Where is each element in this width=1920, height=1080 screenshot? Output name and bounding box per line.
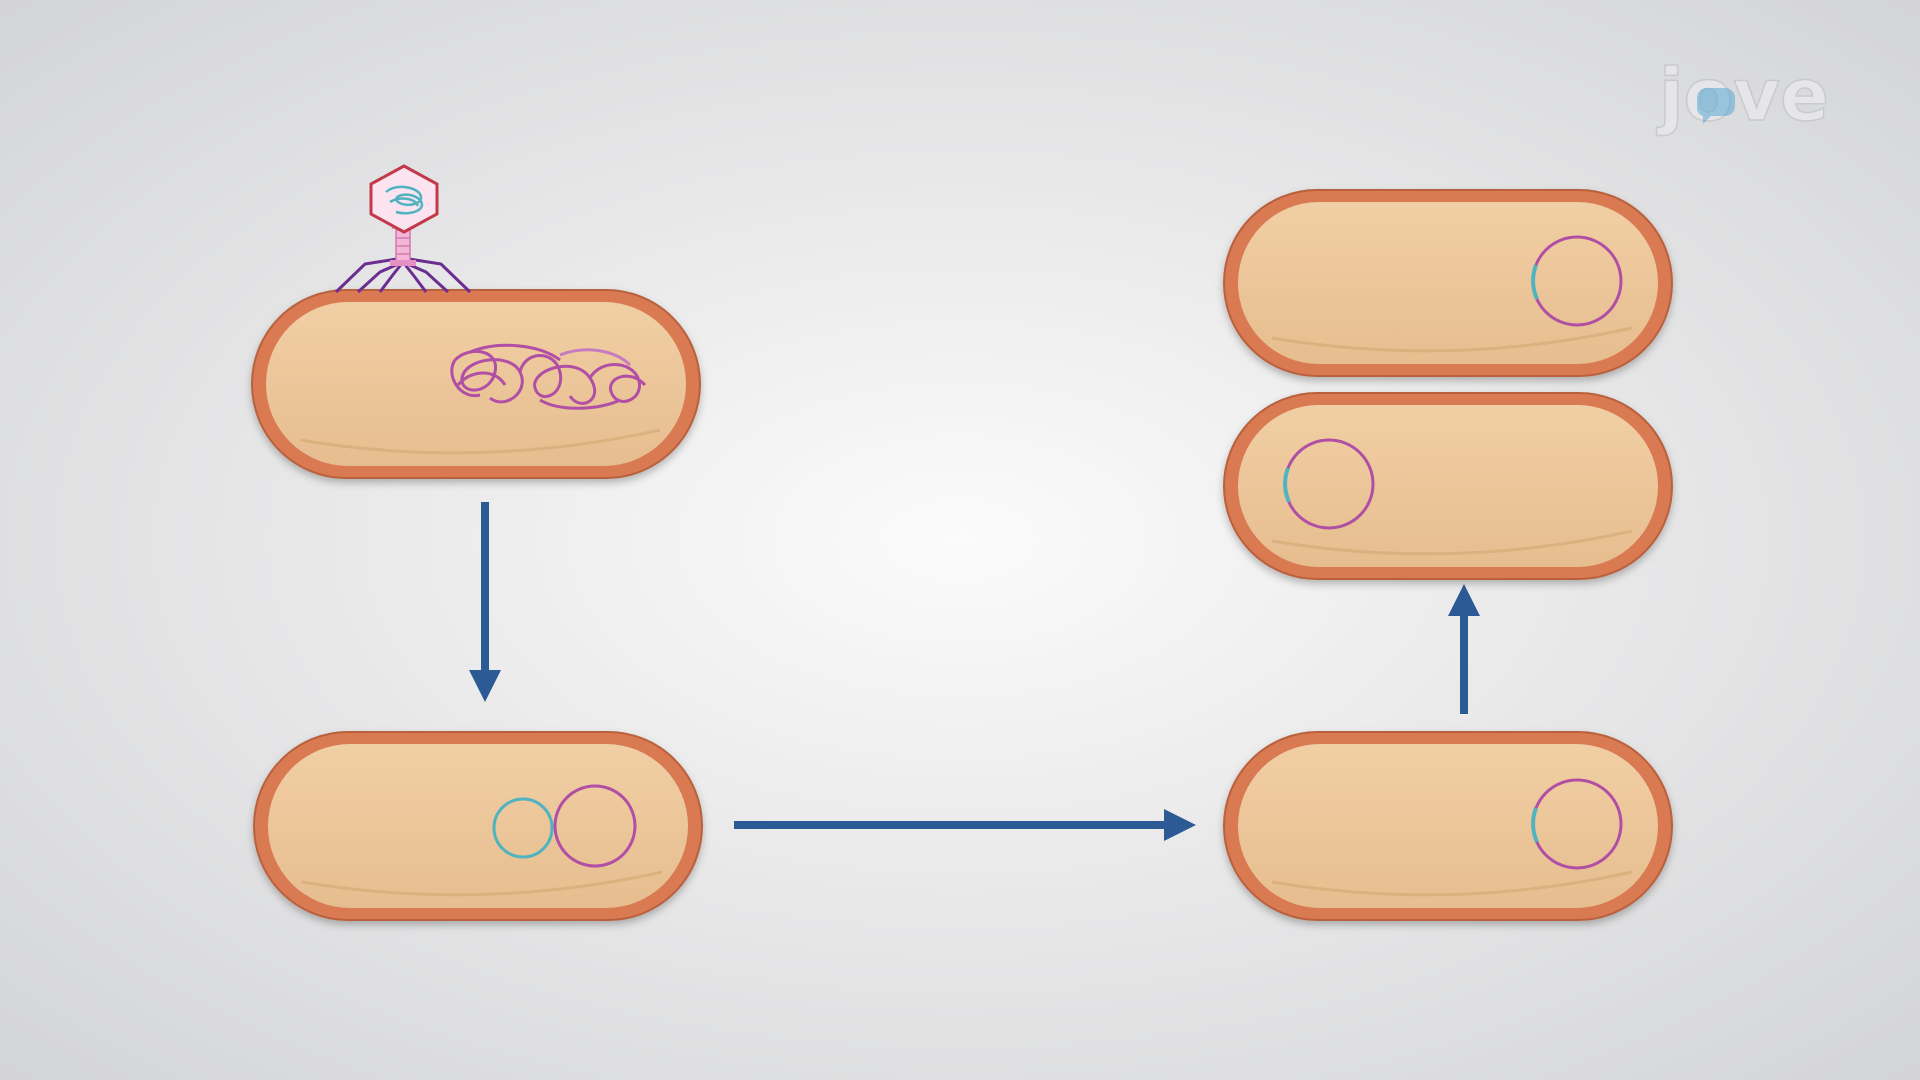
cell-infection xyxy=(251,289,701,479)
cell-daughter-upper xyxy=(1223,189,1673,377)
prophage-chromosome-icon xyxy=(1531,778,1623,870)
bacteriophage-icon xyxy=(334,164,472,294)
phage-plasmid-icon xyxy=(492,797,554,859)
cell-daughter-lower xyxy=(1223,392,1673,580)
bacterial-chromosome-icon xyxy=(553,784,637,868)
cell-integrated-prophage xyxy=(1223,731,1673,921)
phage-dna-icon xyxy=(385,185,424,215)
prophage-chromosome-icon xyxy=(1531,235,1623,327)
prophage-chromosome-icon xyxy=(1283,438,1375,530)
cell-circularized-phage-dna xyxy=(253,731,703,921)
jove-logo: jove xyxy=(1655,52,1829,138)
bacterial-chromosome-icon xyxy=(450,343,647,410)
svg-text:jove: jove xyxy=(1656,53,1829,137)
